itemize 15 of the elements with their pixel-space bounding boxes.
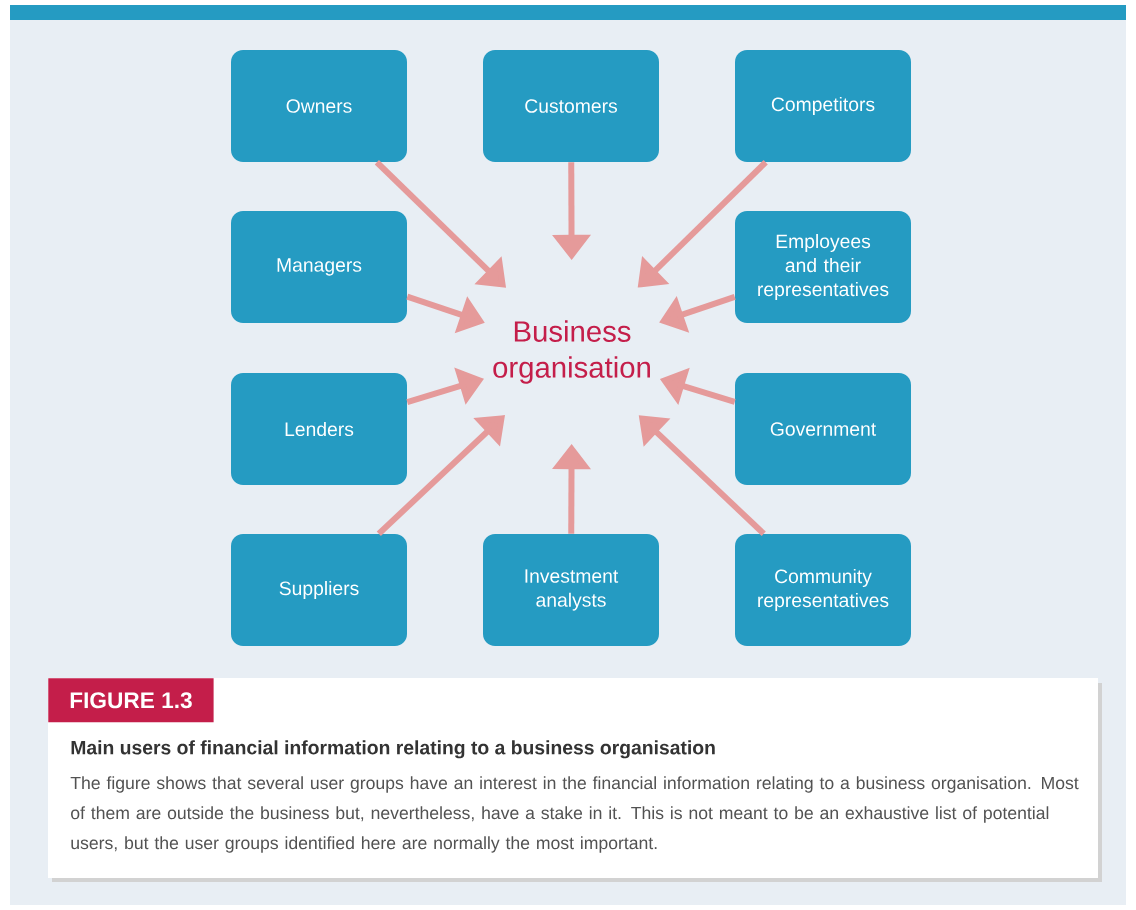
user-group-box: Competitors [735,50,911,162]
user-group-box: Customers [483,50,659,162]
caption-text: The figure shows that several user groups have an interest in the financial information relating to a business organisation. Most of them are outside the business but, nevertheless, have a stake in it. This is not meant to be an exhaustive list of potential users, but the user groups identified here are normally the most important. [70,776,1079,853]
center-label: Business organisation [493,320,650,384]
caption-heading: Main users of financial information relating to a business organisation [71,740,715,759]
user-group-box: Owners [231,50,407,162]
user-group-box: Employees and their representatives [735,211,911,323]
arrow [376,415,505,536]
user-group-box: Government [735,373,911,485]
user-group-box: Managers [231,211,407,323]
user-group-box: Suppliers [231,534,407,646]
user-group-box: Community representatives [735,534,911,646]
figure-tab: FIGURE 1.3 [48,678,214,723]
user-group-box: Lenders [231,373,407,485]
user-group-box: Investment analysts [483,534,659,646]
